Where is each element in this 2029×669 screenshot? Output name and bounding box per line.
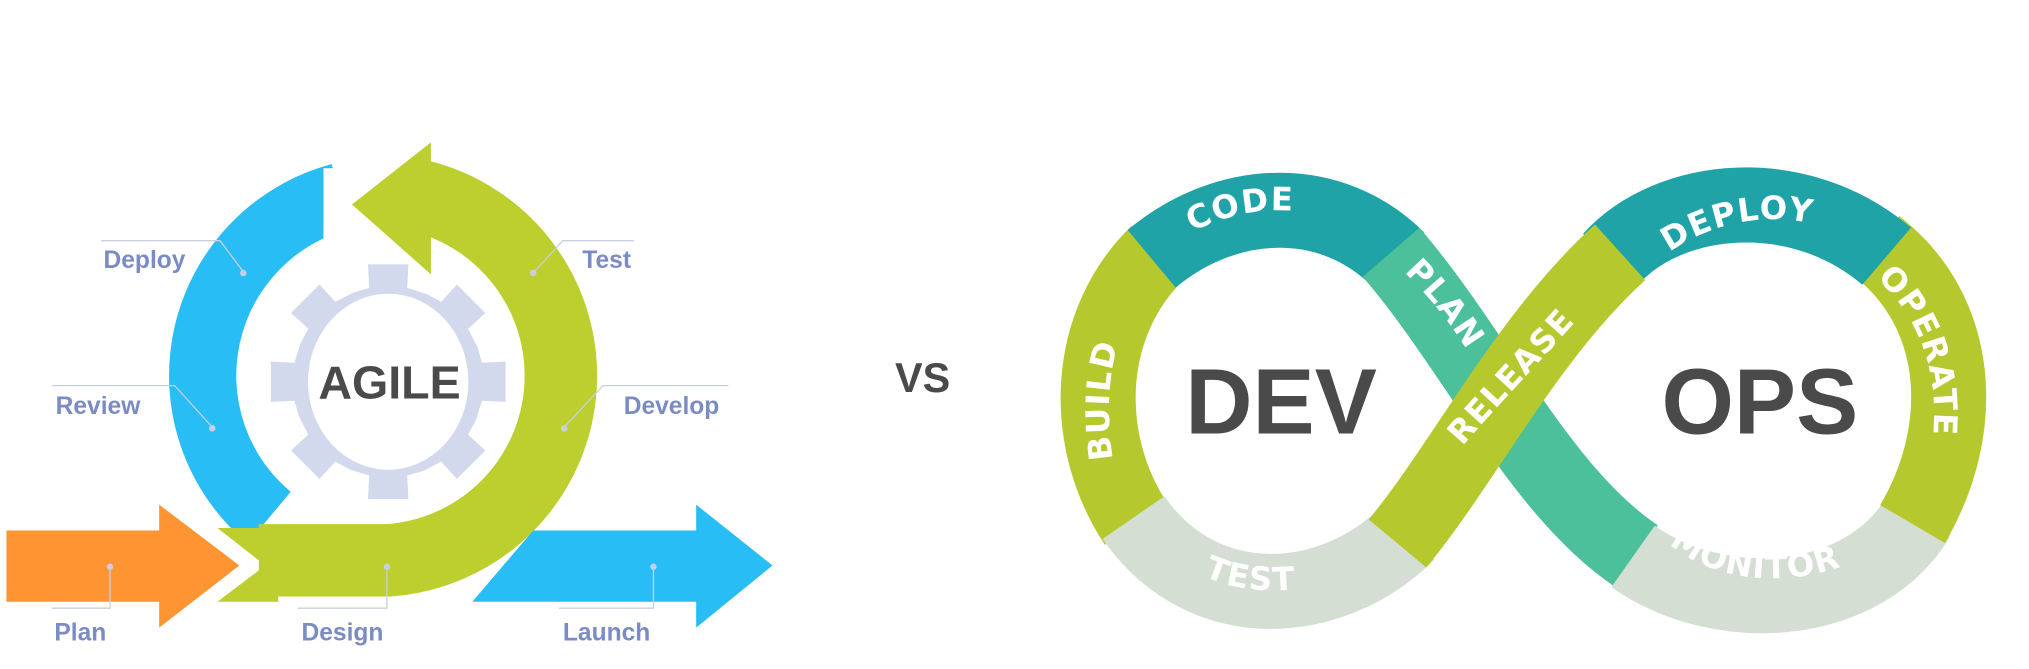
label-design: Design bbox=[297, 563, 391, 647]
green-arrowhead bbox=[351, 142, 431, 275]
stage-build: BUILD bbox=[1079, 337, 1126, 463]
plan-arrow bbox=[6, 504, 240, 628]
gear-hole bbox=[307, 293, 469, 470]
svg-text:Deploy: Deploy bbox=[104, 247, 186, 274]
svg-text:Plan: Plan bbox=[54, 620, 106, 647]
dev-title: DEV bbox=[1185, 349, 1377, 453]
svg-text:Develop: Develop bbox=[624, 393, 720, 420]
green-cycle-arrow bbox=[258, 158, 598, 597]
svg-text:Test: Test bbox=[582, 247, 631, 274]
agile-title: AGILE bbox=[318, 357, 460, 409]
label-deploy: Deploy bbox=[100, 240, 247, 277]
svg-text:Design: Design bbox=[302, 620, 384, 647]
vs-label: VS bbox=[895, 355, 950, 401]
svg-text:Launch: Launch bbox=[563, 620, 650, 647]
label-develop: Develop bbox=[560, 384, 729, 432]
ops-title: OPS bbox=[1661, 349, 1858, 453]
svg-text:Review: Review bbox=[56, 393, 142, 420]
blue-cycle-arrow bbox=[169, 164, 350, 544]
label-review: Review bbox=[51, 384, 216, 432]
label-plan: Plan bbox=[51, 563, 114, 647]
gear-icon bbox=[270, 264, 506, 500]
green-tail bbox=[217, 527, 279, 602]
label-test: Test bbox=[529, 240, 635, 277]
label-launch: Launch bbox=[559, 563, 657, 647]
agile-diagram: AGILE Deploy Review Plan Design Launch T… bbox=[6, 142, 773, 647]
devops-infinity-diagram: BUILD CODE PLAN RELEASE DEPLOY OPERATE M… bbox=[1079, 180, 1965, 599]
launch-arrow bbox=[472, 504, 773, 628]
